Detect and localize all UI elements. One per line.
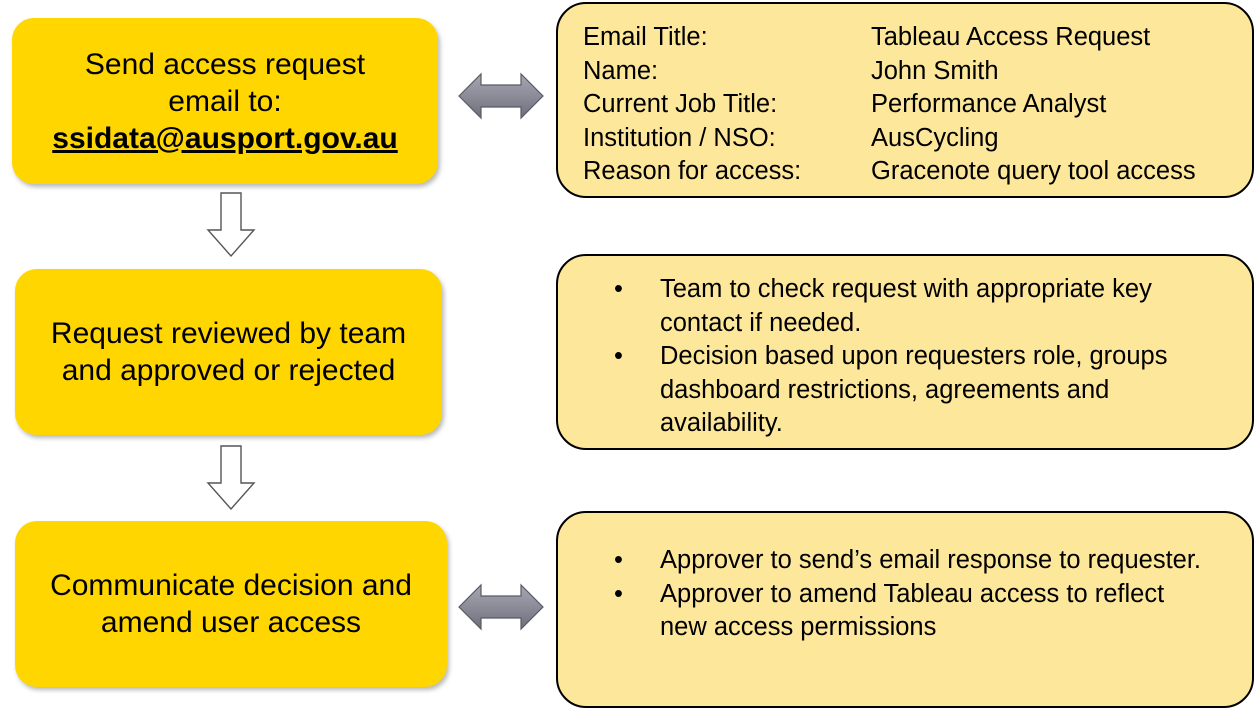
list-item: • Team to check request with appropriate… xyxy=(590,273,1252,340)
step-text-line: Request reviewed by team xyxy=(50,317,407,350)
detail-label: Institution / NSO: xyxy=(583,123,776,152)
note-line: Team to check request with appropriate k… xyxy=(660,275,1152,303)
down-arrow-icon xyxy=(206,445,256,511)
detail-label: Email Title: xyxy=(583,23,708,51)
step-text-line: and approved or rejected xyxy=(61,354,396,387)
list-item: • Decision based upon requesters role, g… xyxy=(590,340,1252,441)
detail-value: AusCycling xyxy=(871,123,999,152)
email-details-box: Email Title: Tableau Access Request Name… xyxy=(556,2,1254,198)
detail-label: Reason for access: xyxy=(583,157,802,185)
detail-label: Name: xyxy=(583,56,659,85)
decision-notes-box: • Approver to send’s email response to r… xyxy=(556,511,1254,708)
note-line: Decision based upon requesters role, gro… xyxy=(660,342,1168,370)
support-email-link[interactable]: ssidata@ausport.gov.au xyxy=(52,121,398,155)
note-line: Approver to amend Tableau access to refl… xyxy=(660,579,1165,608)
bullet-icon: • xyxy=(614,579,623,608)
detail-value: Gracenote query tool access xyxy=(871,157,1196,185)
detail-value: Performance Analyst xyxy=(871,90,1107,118)
note-line: contact if needed. xyxy=(660,308,862,337)
email-detail-row: Institution / NSO: AusCycling xyxy=(583,122,1252,156)
detail-label: Current Job Title: xyxy=(583,90,778,118)
email-detail-row: Name: John Smith xyxy=(583,55,1252,89)
step-text-line: Send access request xyxy=(84,47,366,81)
step-review-request: Request reviewed by team and approved or… xyxy=(15,269,442,435)
note-line: Approver to send’s email response to req… xyxy=(660,546,1202,574)
step-text-line: Communicate decision and xyxy=(50,569,412,602)
review-notes-list: • Team to check request with appropriate… xyxy=(590,273,1252,441)
bullet-icon: • xyxy=(614,275,623,303)
down-arrow-icon xyxy=(206,192,256,258)
email-detail-row: Reason for access: Gracenote query tool … xyxy=(583,155,1252,189)
bullet-icon: • xyxy=(614,342,623,370)
step-text-line: amend user access xyxy=(100,606,362,639)
list-item: • Approver to amend Tableau access to re… xyxy=(590,578,1252,645)
detail-value: John Smith xyxy=(871,56,999,85)
review-notes-box: • Team to check request with appropriate… xyxy=(556,254,1254,450)
email-detail-row: Email Title: Tableau Access Request xyxy=(583,21,1252,55)
double-arrow-icon xyxy=(458,72,544,120)
detail-value: Tableau Access Request xyxy=(871,23,1151,51)
list-item: • Approver to send’s email response to r… xyxy=(590,544,1252,578)
step-text-line: email to: xyxy=(168,84,282,118)
note-line: dashboard restrictions, agreements and xyxy=(660,375,1110,404)
note-line: availability. xyxy=(660,409,783,437)
decision-notes-list: • Approver to send’s email response to r… xyxy=(590,544,1252,645)
double-arrow-icon xyxy=(458,583,544,631)
step-send-request: Send access request email to: ssidata@au… xyxy=(12,18,438,184)
bullet-icon: • xyxy=(614,546,623,574)
email-detail-row: Current Job Title: Performance Analyst xyxy=(583,88,1252,122)
note-line: new access permissions xyxy=(660,613,937,641)
step-communicate-decision: Communicate decision and amend user acce… xyxy=(15,521,447,687)
